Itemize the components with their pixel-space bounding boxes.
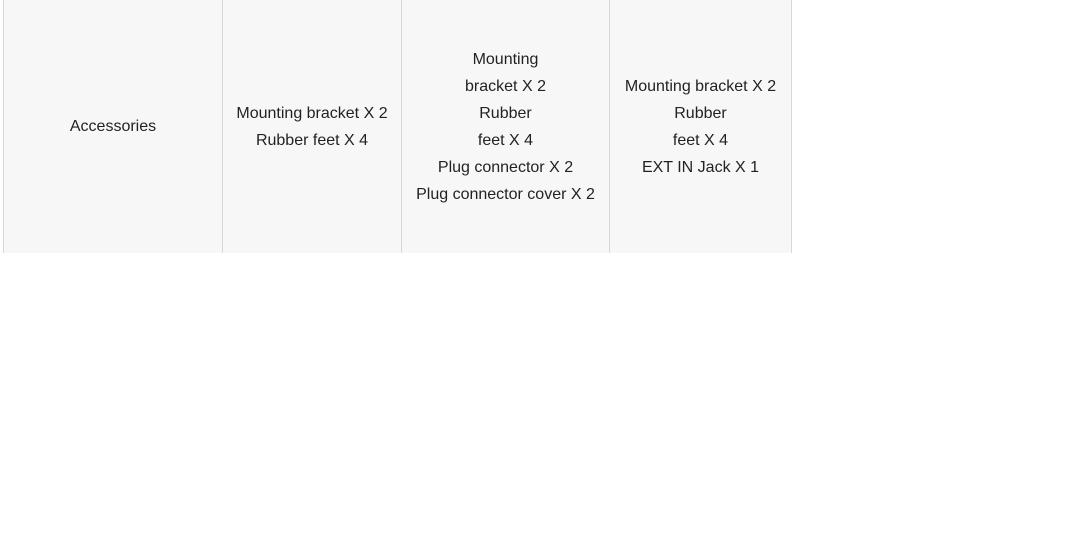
accessory-item: Plug connector cover X 2: [416, 185, 595, 203]
accessory-item: Plug connector X 2: [437, 158, 574, 176]
accessory-item: EXT IN Jack X 1: [641, 158, 760, 176]
accessory-item: Mounting bracket X 2: [465, 50, 546, 95]
accessories-cell-3: Mounting bracket X 2 Rubber feet X 4 EXT…: [609, 0, 792, 253]
accessory-item: Rubber feet X 4: [672, 104, 729, 149]
accessories-spec-table: Accessories Mounting bracket X 2 Rubber …: [3, 0, 792, 253]
table-row: Accessories Mounting bracket X 2 Rubber …: [3, 0, 792, 253]
accessories-cell-1: Mounting bracket X 2 Rubber feet X 4: [222, 0, 402, 253]
row-label-cell: Accessories: [3, 0, 223, 253]
accessories-cell-2: Mounting bracket X 2 Rubber feet X 4 Plu…: [401, 0, 610, 253]
accessory-item: Rubber feet X 4: [477, 104, 534, 149]
accessory-item: Rubber feet X 4: [255, 131, 369, 149]
row-label: Accessories: [69, 118, 157, 135]
accessory-item: Mounting bracket X 2: [624, 77, 777, 95]
accessory-item: Mounting bracket X 2: [236, 104, 388, 122]
